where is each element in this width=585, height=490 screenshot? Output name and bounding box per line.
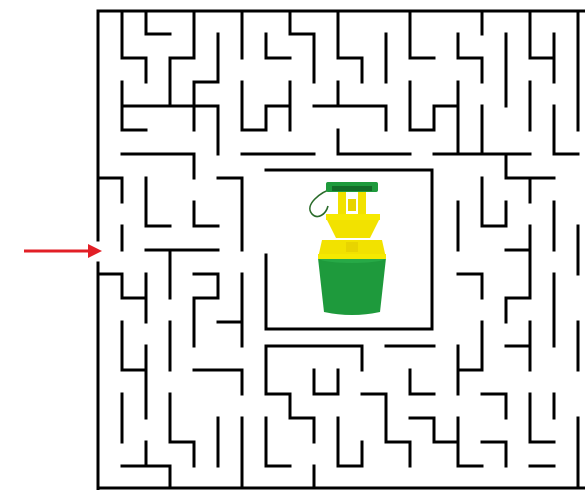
bucket-trap-icon: [309, 182, 386, 315]
maze-walls: [96, 9, 585, 490]
entry-arrow-icon: [24, 244, 102, 258]
